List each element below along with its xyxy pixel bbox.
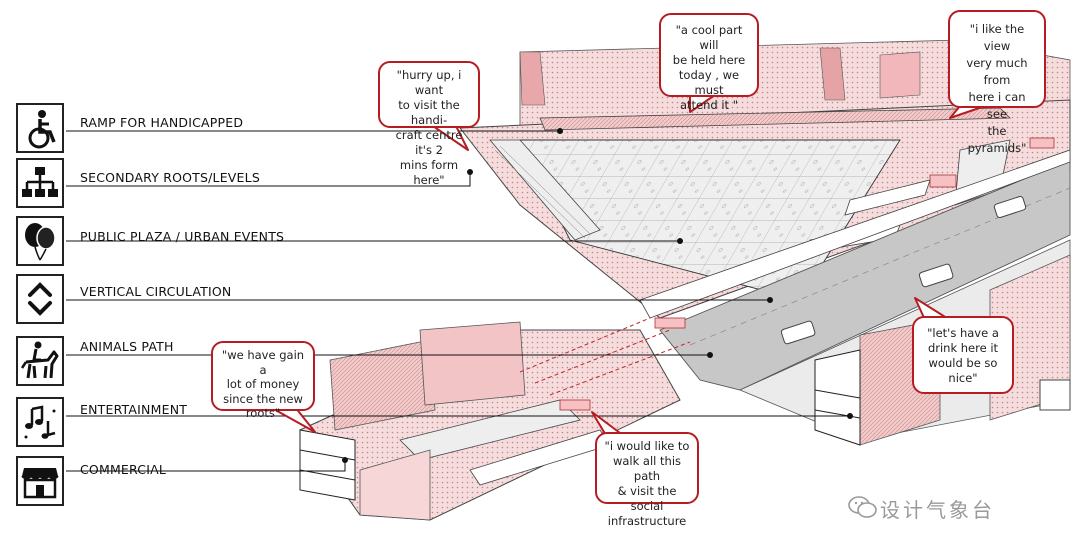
dashed-connectors	[519, 317, 691, 396]
wheelchair-icon	[16, 103, 64, 153]
bubble-line: "we have gain a	[221, 348, 305, 377]
bubble-line: craft centre it's 2	[395, 128, 463, 157]
road	[639, 149, 1071, 391]
bubble-line: "i would like to	[604, 439, 690, 453]
legend-label-vertical-circulation: VERTICAL CIRCULATION	[80, 284, 232, 299]
bubble-line: lot of money	[226, 377, 300, 391]
bubble-line: mins form here"	[399, 158, 459, 187]
speech-bubble-money: "we have gain a lot of money since the n…	[211, 341, 315, 420]
bubble-line: "a cool part will	[675, 23, 743, 52]
bubble-line: be held here	[672, 53, 746, 67]
bubble-line: very much from	[966, 56, 1028, 87]
bubble-line: "hurry up, i want	[396, 68, 462, 97]
bubble-line: to visit the handi-	[398, 98, 460, 127]
watermark-text: 设计气象台	[880, 498, 995, 522]
speech-bubble-drink: "let's have a drink here it would be so …	[912, 316, 1014, 394]
bubble-line: the pyramids"	[967, 124, 1027, 155]
horse-rider-icon	[16, 336, 64, 386]
bubble-line: & visit the social	[617, 484, 677, 513]
balloons-icon	[16, 216, 64, 266]
bubble-line: attend it "	[679, 98, 739, 112]
music-notes-icon	[16, 397, 64, 447]
legend-label-animals-path: ANIMALS PATH	[80, 339, 174, 354]
up-down-arrows-icon	[16, 274, 64, 324]
legend-label-public-plaza: PUBLIC PLAZA / URBAN EVENTS	[80, 229, 285, 244]
bubble-line: "i like the view	[969, 22, 1025, 53]
speech-bubble-walk: "i would like to walk all this path & vi…	[595, 432, 699, 528]
bubble-line: here i can see	[968, 90, 1026, 121]
legend-label-entertainment: ENTERTAINMENT	[80, 402, 188, 417]
bubble-line: would be so	[928, 356, 998, 370]
speech-bubble-cool-part: "a cool part will be held here today , w…	[659, 13, 759, 112]
bubble-line: roots"	[245, 406, 281, 420]
bubble-line: since the new	[223, 391, 303, 406]
legend-label-ramp: RAMP FOR HANDICAPPED	[80, 115, 244, 130]
speech-bubble-handicraft: "hurry up, i want to visit the handi- cr…	[378, 61, 480, 187]
bubble-line: infrastructure	[607, 514, 687, 528]
lower-platform	[299, 317, 686, 521]
leader-dots	[342, 128, 853, 463]
leader-lines	[66, 130, 850, 472]
bubble-line: walk all this path	[612, 454, 682, 483]
speech-bubble-view: "i like the view very much from here i c…	[948, 10, 1046, 155]
bubble-line: drink here it	[927, 341, 999, 355]
bubble-line: nice"	[948, 371, 978, 385]
legend-label-commercial: COMMERCIAL	[80, 462, 167, 477]
bubble-line: today , we must	[678, 68, 740, 97]
legend-label-secondary-roots: SECONDARY ROOTS/LEVELS	[80, 170, 260, 185]
hierarchy-icon	[16, 158, 64, 208]
bubble-line: "let's have a	[927, 326, 999, 340]
shop-icon	[16, 456, 64, 506]
wechat-icon	[848, 496, 877, 518]
bubble-tails	[269, 94, 986, 443]
